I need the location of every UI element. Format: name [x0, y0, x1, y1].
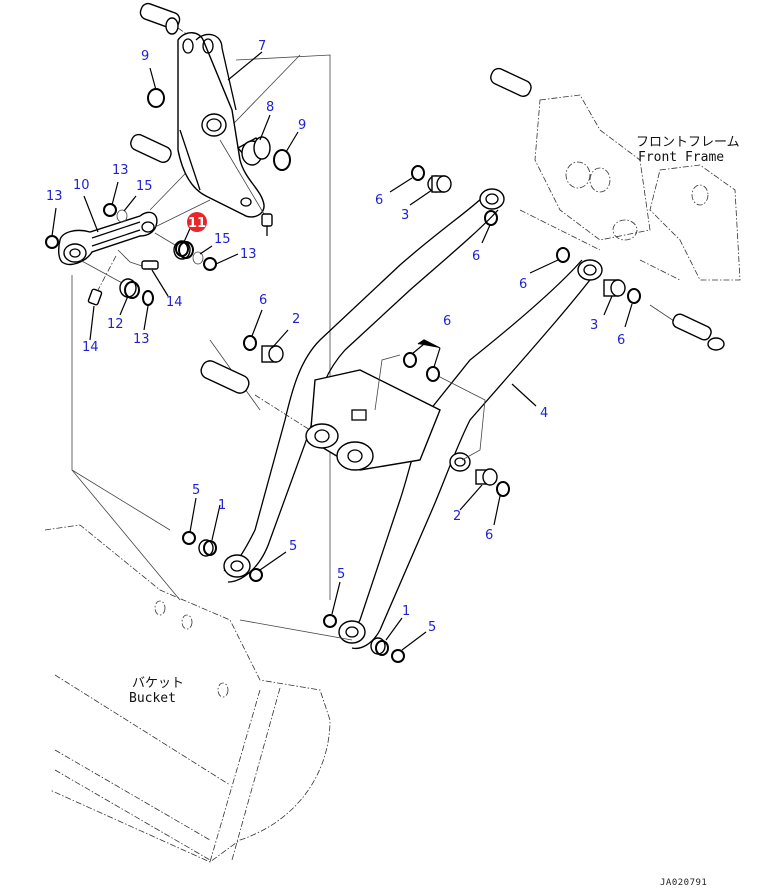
o-ring-part-6-b	[484, 210, 498, 226]
drawing-code: JA020791	[660, 878, 707, 888]
bushing-part-1-right	[370, 637, 389, 656]
callout-5[interactable]: 5	[192, 483, 200, 498]
front-frame-caption-en: Front Frame	[638, 150, 724, 165]
o-ring-part-13-bottom	[142, 290, 154, 306]
callout-6[interactable]: 6	[472, 249, 480, 264]
o-ring-part-6-h	[496, 481, 510, 497]
callout-8[interactable]: 8	[266, 100, 274, 115]
bushing-part-2-upper	[261, 345, 284, 363]
o-ring-part-6-e	[243, 335, 257, 351]
callout-5[interactable]: 5	[289, 539, 297, 554]
grease-fitting-bellcrank	[219, 139, 273, 236]
callout-1[interactable]: 1	[218, 498, 226, 513]
o-ring-part-13-left	[45, 235, 59, 249]
o-ring-part-5-c	[323, 614, 337, 628]
pin-boom-left	[200, 360, 311, 431]
bushing-part-2-lower	[475, 468, 498, 486]
shim-part-15-left	[116, 209, 128, 223]
link-part-10	[57, 211, 158, 266]
bushing-part-11	[173, 240, 194, 260]
callout-6[interactable]: 6	[375, 193, 383, 208]
callout-6[interactable]: 6	[443, 314, 451, 329]
bucket-caption-en: Bucket	[129, 691, 176, 706]
callout-13[interactable]: 13	[133, 332, 150, 347]
callout-5[interactable]: 5	[337, 567, 345, 582]
bellcrank-part-7	[177, 32, 265, 218]
grease-fitting-part-14-b	[87, 255, 117, 306]
pin-front-frame-top	[490, 67, 532, 97]
o-ring-part-13-top	[103, 203, 117, 217]
callout-9[interactable]: 9	[141, 49, 149, 64]
o-ring-part-5-b	[249, 568, 263, 582]
callout-3[interactable]: 3	[401, 208, 409, 223]
callout-9[interactable]: 9	[298, 118, 306, 133]
callout-15[interactable]: 15	[136, 179, 153, 194]
highlighted-callout-11[interactable]: 11	[187, 212, 207, 232]
callout-5[interactable]: 5	[428, 620, 436, 635]
callout-4[interactable]: 4	[540, 406, 548, 421]
callout-14[interactable]: 14	[166, 295, 183, 310]
bushing-part-12	[79, 259, 140, 299]
cross-tube	[305, 369, 441, 471]
callout-13[interactable]: 13	[240, 247, 257, 262]
callout-10[interactable]: 10	[73, 178, 90, 193]
front-frame-caption-jp: フロントフレーム	[636, 135, 740, 150]
bucket-caption-jp: バケット	[132, 676, 184, 691]
grease-fitting-part-14-a	[117, 249, 159, 270]
o-ring-part-9-right	[273, 149, 291, 171]
o-ring-part-9-left	[147, 88, 165, 108]
callout-6[interactable]: 6	[259, 293, 267, 308]
o-ring-part-6-f	[403, 352, 417, 368]
shim-part-15-right	[192, 251, 204, 265]
callout-2[interactable]: 2	[453, 509, 461, 524]
pin-front-frame-bottom	[649, 304, 725, 351]
callout-6[interactable]: 6	[617, 333, 625, 348]
callout-3[interactable]: 3	[590, 318, 598, 333]
o-ring-part-6-a	[411, 165, 425, 181]
o-ring-part-5-d	[391, 649, 405, 663]
o-ring-part-5-a	[182, 531, 196, 545]
o-ring-part-13-right	[203, 257, 217, 271]
callout-15[interactable]: 15	[214, 232, 231, 247]
bushing-part-3-lower	[603, 279, 626, 297]
callout-11[interactable]: 11	[188, 216, 206, 231]
o-ring-part-6-g	[426, 366, 440, 382]
bushing-part-1-left	[198, 539, 217, 557]
callout-labels: 7 9 8 9 10 13 13 15 15 13 14 12 13 14 6 …	[46, 39, 625, 635]
bushing-part-3-upper	[427, 175, 452, 193]
callout-6[interactable]: 6	[485, 528, 493, 543]
callout-2[interactable]: 2	[292, 312, 300, 327]
front-frame-outline	[519, 94, 741, 281]
bucket-outline	[44, 524, 353, 863]
callout-14[interactable]: 14	[82, 340, 99, 355]
callout-1[interactable]: 1	[402, 604, 410, 619]
o-ring-part-6-c	[556, 247, 570, 263]
callout-7[interactable]: 7	[258, 39, 266, 54]
pin-middle	[130, 133, 172, 163]
o-ring-part-6-d	[627, 288, 641, 304]
leader-lines	[51, 51, 633, 651]
callout-12[interactable]: 12	[107, 317, 124, 332]
callout-13[interactable]: 13	[46, 189, 63, 204]
highlight-badge	[187, 212, 207, 232]
callout-13[interactable]: 13	[112, 163, 129, 178]
bushing-part-8	[236, 136, 271, 166]
callout-6[interactable]: 6	[519, 277, 527, 292]
